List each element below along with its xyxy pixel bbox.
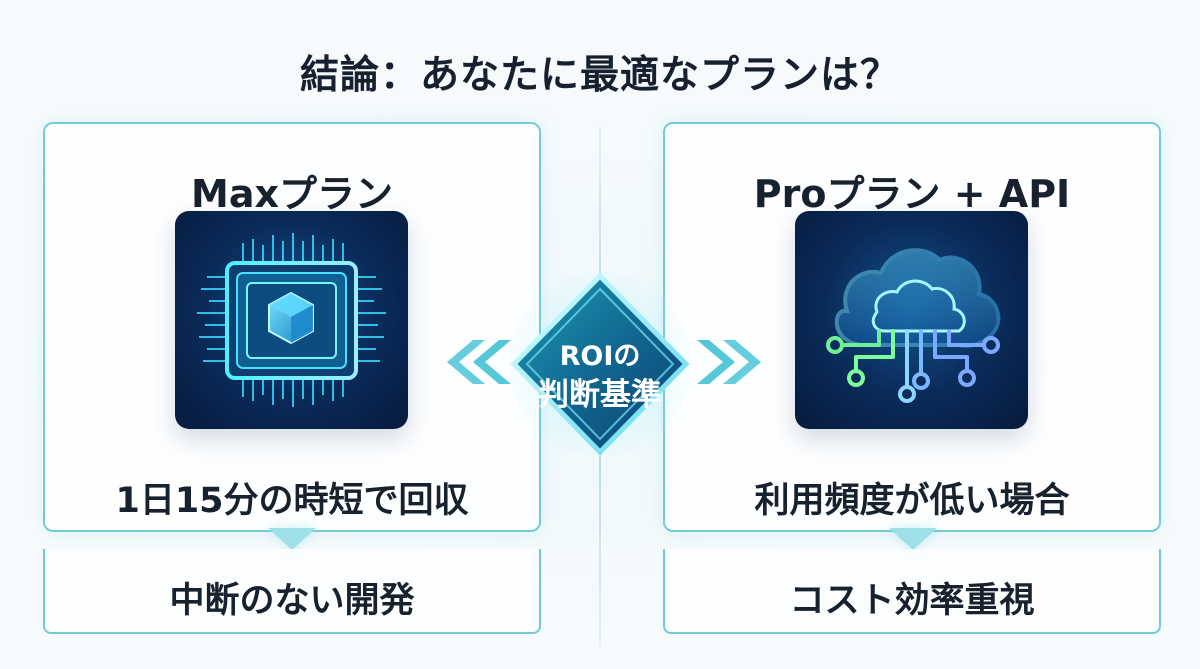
pro-api-plan-down-arrow-icon	[889, 528, 937, 550]
max-plan-result: 中断のない開発	[169, 581, 415, 621]
pro-api-plan-card: Proプラン + API	[663, 122, 1161, 532]
max-plan-down-arrow-icon	[268, 528, 316, 550]
cloud-network-icon	[826, 248, 1001, 403]
page-title: 結論：あなたに最適なプランは？	[299, 53, 900, 98]
max-plan-card: Maxプラン	[43, 122, 541, 532]
right-connector-arrow-icon	[685, 330, 781, 394]
badge-line-1: ROIの	[559, 341, 641, 372]
max-plan-title: Maxプラン	[191, 172, 393, 216]
chip-icon	[197, 233, 386, 407]
pro-api-plan-result: コスト効率重視	[789, 581, 1035, 621]
left-connector-arrow-icon	[427, 330, 523, 394]
pro-api-plan-result-box: コスト効率重視	[663, 549, 1161, 634]
max-plan-icon-tile	[175, 211, 408, 429]
roi-criteria-badge: ROIの 判断基準	[504, 268, 696, 460]
max-plan-result-box: 中断のない開発	[43, 549, 541, 634]
badge-line-2: 判断基準	[538, 377, 662, 413]
max-plan-caption: 1日15分の時短で回収	[115, 481, 469, 521]
pro-api-plan-caption: 利用頻度が低い場合	[754, 481, 1070, 521]
pro-api-plan-title: Proプラン + API	[753, 172, 1071, 216]
pro-api-plan-icon-tile	[795, 211, 1028, 429]
diamond-badge-icon	[508, 272, 692, 456]
